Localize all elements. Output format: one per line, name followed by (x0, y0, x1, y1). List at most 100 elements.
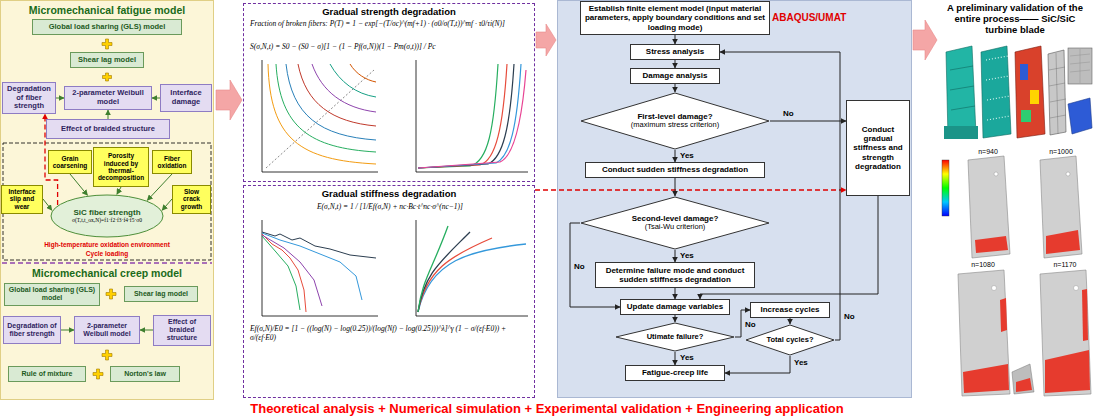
diamond-shape (581, 93, 769, 149)
node-text: Global load sharing (GLS) model (49, 23, 166, 32)
damage-contour (1082, 289, 1088, 341)
cycle-label: n=940 (966, 148, 1010, 156)
condition-note: High-temperature oxidation environment (27, 241, 187, 248)
damage-contour (992, 286, 997, 291)
caption: Theoretical analysis + Numerical simulat… (0, 402, 1094, 417)
strength-chart (298, 64, 376, 126)
panel-background (1, 1, 214, 400)
strength-life-chart (416, 60, 528, 172)
turbine-blade-model (1068, 98, 1092, 134)
strain-chart (418, 244, 526, 312)
connector (147, 174, 172, 200)
plus-icon (106, 289, 116, 299)
strength-life-chart (418, 64, 514, 168)
formula: Fraction of broken fibers: P(T) = 1 − ex… (250, 20, 530, 29)
connector (675, 315, 676, 322)
connector (725, 356, 790, 373)
decision-diamond: Utimate failure? (615, 322, 735, 352)
turbine-blade-model (944, 46, 1092, 139)
node-text: Damage analysis (643, 71, 708, 80)
panel-background (3, 143, 211, 260)
damage-contour (1016, 378, 1032, 392)
damage-contour (975, 236, 1008, 253)
model-box: Norton's law (110, 366, 180, 382)
strength-life-chart (418, 70, 526, 168)
node-text: SiC fiber strength (58, 208, 156, 217)
turbine-blade-model (981, 46, 1011, 138)
panel-heading: Micromechanical creep model (4, 267, 210, 279)
model-box: Global load sharing (GLS) model (32, 19, 182, 35)
model-box: Interface damage (160, 84, 212, 112)
node-text: (Tsai-Wu criterion) (614, 223, 736, 232)
strain-chart (418, 232, 470, 312)
model-box: Effect of braided structure (153, 315, 211, 346)
node-text: (maximum stress criterion) (614, 121, 736, 130)
condition-note: Cycle loading (27, 250, 187, 257)
node-text: Grain coarsening (52, 155, 88, 170)
node-text: Interface slip and wear (5, 188, 39, 210)
turbine-blade-model (950, 66, 975, 110)
node-text: Conduct gradual stiffness and strength d… (850, 125, 906, 171)
damage-contour (942, 156, 1091, 396)
turbine-blade-model (1021, 110, 1031, 122)
decision-diamond: Total cycles? (745, 324, 835, 356)
panel-heading: ABAQUS/UMAT (772, 12, 842, 24)
model-panel: Micromechanical fatigue modelGlobal load… (0, 0, 214, 262)
node-text: Total cycles? (758, 336, 823, 345)
shape-text: Total cycles? (758, 336, 823, 345)
strength-chart (350, 64, 376, 82)
connector (790, 318, 791, 324)
stiffness-chart (262, 235, 322, 306)
connector (675, 35, 676, 44)
formula: S(σ,N,t) = S0 − (S0 − σ)[1 − (1 − Pf(σ,N… (250, 43, 530, 52)
connector (61, 330, 74, 331)
strength-chart (266, 70, 374, 168)
formula: E(σ,N,t) = 1 / [1/Ef(σ,N) + nc·Bc·t^nc·σ… (250, 203, 530, 212)
connector (140, 330, 153, 331)
decision-diamond: First-level damage?(maximum stress crite… (580, 92, 770, 150)
node-text: Conduct sudden stiffness degradation (602, 165, 748, 174)
edge-label: No (843, 312, 856, 321)
strength-chart (262, 60, 378, 172)
model-box: Shear lag model (70, 52, 144, 68)
damage-contour (963, 364, 1009, 393)
process-box: Establish finite element model (input ma… (580, 1, 770, 35)
strength-chart (268, 64, 376, 164)
shape-text: Second-level damage?(Tsai-Wu criterion) (614, 214, 736, 232)
flowchart-panel: ABAQUS/UMATEstablish finite element mode… (557, 0, 912, 398)
connector (162, 199, 172, 210)
damage-contour (1066, 172, 1070, 176)
damage-contour (1046, 230, 1080, 254)
node-text: Effect of braided structure (61, 125, 155, 134)
connector (152, 98, 160, 99)
process-box: Determine failure mode and conduct sudde… (595, 262, 755, 288)
damage-contour (1000, 298, 1007, 332)
connector (675, 288, 676, 299)
strength-chart (312, 64, 376, 112)
damage-contour (1040, 270, 1091, 396)
terminal-box: Fatigue-creep life (625, 365, 725, 381)
connector (675, 178, 676, 196)
factor-box: Slow crack growth (172, 185, 211, 214)
process-box: Conduct sudden stiffness degradation (585, 162, 765, 178)
node-text: Degradation of fiber strength (7, 322, 57, 338)
edge-label: Yes (679, 251, 695, 260)
panel-heading: Micromechanical fatigue model (4, 4, 210, 16)
model-box: 2-parameter Weibull model (74, 316, 140, 344)
cycle-label: n=1000 (1038, 148, 1084, 156)
node-text: Global load sharing (GLS) model (8, 286, 96, 302)
fiber-strength-ellipse: SiC fiber strengthσ(T,t,t_ox,N)=f1·f2·f3… (50, 194, 164, 238)
stiffness-chart (262, 220, 378, 316)
connector (56, 98, 64, 99)
node-text: Interface damage (164, 89, 208, 106)
plus-icon (102, 39, 112, 49)
damage-contour (1045, 350, 1090, 393)
degradation-panel: Gradual stiffness degradation (243, 185, 535, 398)
edge-label: Yes (793, 358, 809, 367)
node-text: Shear lag model (78, 56, 136, 65)
model-box: Rule of mixture (8, 366, 86, 382)
shape-text: Utimate failure? (632, 333, 718, 342)
panel-background (1, 1, 912, 400)
